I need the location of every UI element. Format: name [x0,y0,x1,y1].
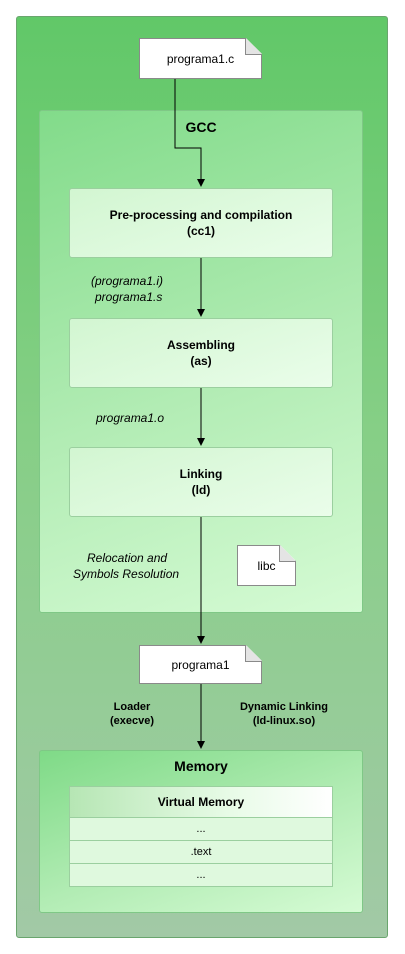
virtual-memory-table: Virtual Memory ... .text ... [69,786,333,887]
virtual-memory-header: Virtual Memory [70,787,332,818]
libc-node: libc [237,545,296,586]
dynamic-linking-line2: (ld-linux.so) [252,715,316,727]
assemble-step-tool: (as) [190,354,212,368]
link-step: Linking (ld) [69,447,333,517]
source-file-label: programa1.c [166,51,235,66]
executable-node: programa1 [139,645,262,684]
arrow-source-to-compile [174,79,205,187]
loader-label: Loader (execve) [100,700,164,728]
dynamic-linking-label: Dynamic Linking (ld-linux.so) [232,700,336,728]
loader-line2: (execve) [109,715,155,727]
intermediate-label-o: programa1.o [96,411,165,425]
dynamic-linking-line1: Dynamic Linking [239,701,329,713]
gcc-title: GCC [185,119,217,135]
assemble-step-label: Assembling [166,338,235,352]
link-step-label: Linking [179,467,223,481]
virtual-memory-row: ... [70,864,332,886]
libc-label: libc [257,558,276,573]
link-note-line2: Symbols Resolution [73,567,180,581]
virtual-memory-row: ... [70,818,332,841]
loader-line1: Loader [113,701,151,713]
intermediate-label-s: programa1.s [95,290,163,304]
executable-label: programa1 [171,657,230,672]
memory-title: Memory [174,758,228,774]
compile-step: Pre-processing and compilation (cc1) [69,188,333,258]
virtual-memory-row: .text [70,841,332,864]
compile-step-label: Pre-processing and compilation [109,208,293,222]
compile-step-tool: (cc1) [186,224,215,238]
link-step-tool: (ld) [191,483,211,497]
link-note-line1: Relocation and [87,551,168,565]
assemble-step: Assembling (as) [69,318,333,388]
intermediate-label-i: (programa1.i) [91,274,164,288]
